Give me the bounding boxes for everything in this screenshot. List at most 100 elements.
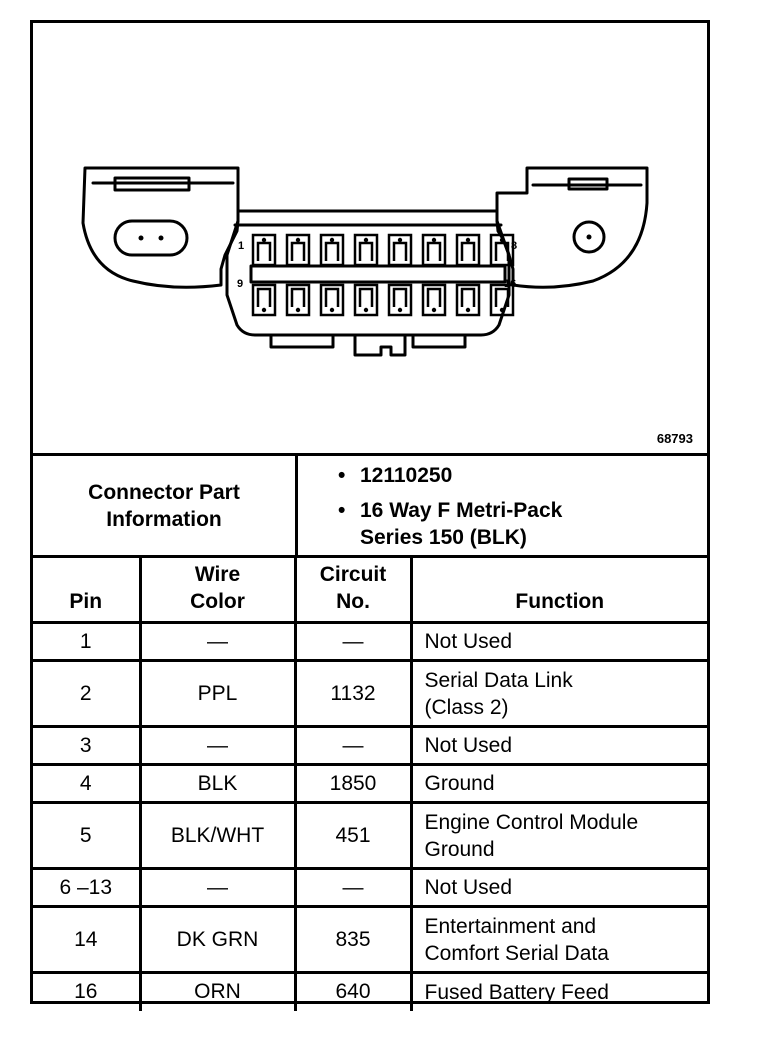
table-row: 1——Not Used	[33, 621, 707, 662]
function-line: Entertainment and	[424, 914, 597, 938]
description-line: Series 150 (BLK)	[360, 526, 527, 549]
pin-label-1: 1	[238, 240, 244, 252]
pin-contact	[290, 241, 306, 261]
function-cell: Serial Data Link(Class 2)	[409, 659, 707, 728]
pin-cavity	[319, 283, 345, 317]
pin-dot	[329, 307, 335, 313]
circuit-cell: 1850	[293, 763, 413, 804]
pin-contact	[358, 241, 374, 261]
part-number-item: 12110250	[338, 462, 707, 489]
function-cell: Not Used	[409, 725, 707, 766]
pin-contact	[290, 287, 306, 307]
pin-dot	[295, 237, 301, 243]
pin-cell: 16	[33, 971, 142, 1011]
pin-contact	[460, 241, 476, 261]
pin-cell: 3	[33, 725, 142, 766]
pin-contact	[494, 241, 510, 261]
function-line: Not Used	[424, 630, 513, 653]
header-pin: Pin	[33, 555, 142, 624]
left-mounting-ear	[81, 166, 240, 289]
pin-cavity	[251, 283, 277, 317]
function-cell: Not Used	[409, 621, 707, 662]
pin-dot	[397, 307, 403, 313]
description-line: 16 Way F Metri-Pack	[360, 499, 563, 522]
pin-contact	[256, 287, 272, 307]
info-label-line: Connector Part	[88, 480, 240, 504]
pin-contact	[324, 241, 340, 261]
pin-table: Pin Wire Color Circuit No. Function 1——N…	[33, 555, 707, 1011]
function-line: Ground	[424, 772, 495, 795]
wire-color-cell: —	[138, 725, 297, 766]
function-line: Ground	[424, 837, 495, 861]
pin-label-8: 8	[511, 240, 517, 252]
pin-cavity	[251, 233, 277, 267]
pin-label-9: 9	[237, 278, 243, 290]
pin-dot	[363, 307, 369, 313]
pin-dot	[465, 307, 471, 313]
connector-diagram: 1 8 9 16	[81, 166, 649, 357]
hole-dot	[138, 235, 144, 241]
circuit-cell: —	[293, 621, 413, 662]
pin-cavity	[285, 283, 311, 317]
info-label-line: Information	[106, 507, 222, 531]
table-header-row: Pin Wire Color Circuit No. Function	[33, 555, 707, 624]
pin-cavity	[489, 283, 515, 317]
pin-cavity	[353, 283, 379, 317]
pin-cell: 6 –13	[33, 867, 142, 908]
pin-contact	[460, 287, 476, 307]
part-number: 12110250	[360, 464, 453, 487]
function-line: (Class 2)	[424, 695, 509, 719]
wire-color-cell: ORN	[138, 971, 297, 1011]
table-row: 6 –13——Not Used	[33, 867, 707, 908]
pin-label-16: 16	[504, 278, 516, 290]
hole-dot	[158, 235, 164, 241]
pin-cavity	[489, 233, 515, 267]
pin-cavity	[285, 233, 311, 267]
table-row: 3——Not Used	[33, 725, 707, 766]
pin-dot	[295, 307, 301, 313]
pin-cavity	[455, 233, 481, 267]
wire-color-cell: —	[138, 621, 297, 662]
function-line: Not Used	[424, 876, 513, 899]
hole-dot	[586, 234, 592, 240]
info-label: Connector Part Information	[33, 456, 298, 555]
pin-dot	[465, 237, 471, 243]
circuit-cell: 1132	[293, 659, 413, 728]
pin-contact	[256, 241, 272, 261]
figure-number: 68793	[656, 431, 693, 446]
pin-dot	[397, 237, 403, 243]
pin-contact	[392, 241, 408, 261]
circuit-cell: 835	[293, 905, 413, 974]
pin-contact	[494, 287, 510, 307]
wire-color-cell: BLK/WHT	[138, 801, 297, 870]
circuit-cell: —	[293, 867, 413, 908]
pin-cell: 4	[33, 763, 142, 804]
pin-cell: 5	[33, 801, 142, 870]
pin-dot	[499, 237, 505, 243]
circuit-cell: 640	[293, 971, 413, 1011]
pin-dot	[329, 237, 335, 243]
connector-body	[225, 209, 511, 337]
pin-cavity	[387, 233, 413, 267]
function-line: Fused Battery Feed	[424, 980, 609, 1004]
pin-contact	[324, 287, 340, 307]
right-mounting-hole	[572, 220, 606, 254]
info-details: 12110250 16 Way F Metri-Pack Series 150 …	[298, 456, 707, 555]
pin-cavity	[421, 233, 447, 267]
pin-dot	[499, 307, 505, 313]
header-function: Function	[409, 555, 707, 624]
wire-color-cell: DK GRN	[138, 905, 297, 974]
bottom-latch	[269, 333, 335, 349]
pin-cell: 1	[33, 621, 142, 662]
function-line: Not Used	[424, 734, 513, 757]
pin-contact	[392, 287, 408, 307]
pin-cavity	[353, 233, 379, 267]
header-wire-color: Wire Color	[138, 555, 297, 624]
separator-bar	[249, 264, 507, 284]
